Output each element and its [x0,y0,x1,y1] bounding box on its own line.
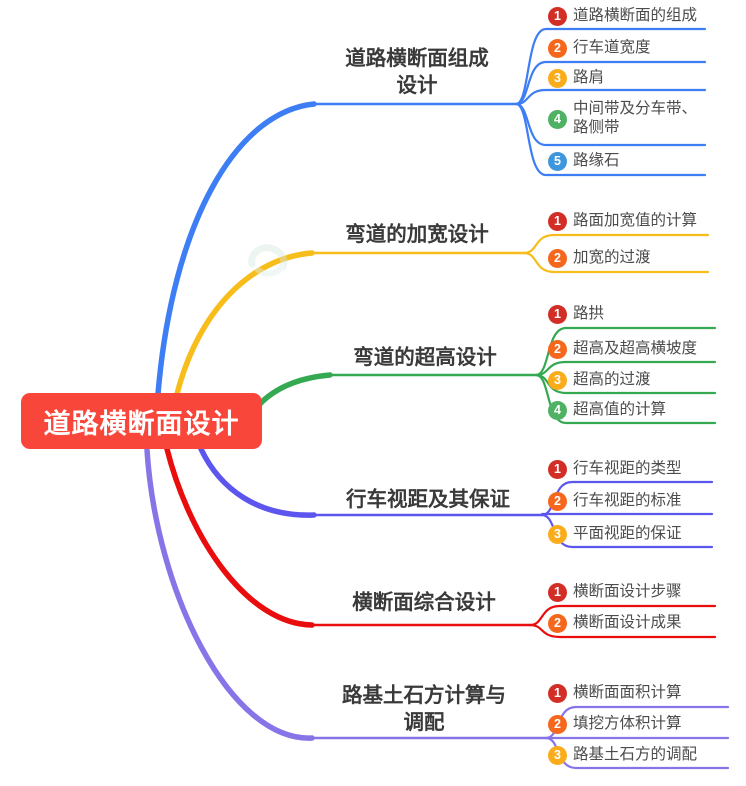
subtopic-number-badge: 2 [548,613,567,633]
subtopic-number-badge: 4 [548,109,567,129]
subtopic-number-badge: 3 [548,524,567,544]
branch-label-4[interactable]: 行车视距及其保证 [346,488,510,511]
subtopic-label-3-3[interactable]: 超高的过渡 [573,371,651,388]
subtopic-label-1-3[interactable]: 路肩 [573,69,605,86]
subtopic-label-3-4[interactable]: 超高值的计算 [573,401,667,418]
subtopic-1-2-underline [514,60,707,106]
subtopic-label-2-1[interactable]: 路面加宽值的计算 [573,212,698,229]
branch-1-curve [155,101,317,397]
branch-label-2[interactable]: 弯道的加宽设计 [345,223,489,246]
central-topic[interactable]: 道路横断面设计 [21,393,262,449]
subtopic-number-badge: 1 [548,211,567,231]
subtopic-3-4-underline [534,373,717,425]
branch-4-curve [198,446,317,518]
subtopic-number-badge: 2 [548,714,567,734]
subtopic-label-5-2[interactable]: 横断面设计成果 [573,614,682,631]
subtopic-label-1-1[interactable]: 道路横断面的组成 [573,7,698,24]
subtopic-2-2-underline [522,251,710,274]
subtopic-number-badge: 1 [548,459,567,479]
branch-label-1[interactable]: 道路横断面组成设计 [345,47,489,97]
branch-label-5[interactable]: 横断面综合设计 [352,591,496,614]
subtopic-number-badge: 2 [548,491,567,511]
subtopic-label-1-4[interactable]: 中间带及分车带、路侧带 [573,100,698,136]
subtopic-1-1-underline [514,27,707,106]
subtopic-number-badge: 3 [548,370,567,390]
subtopic-1-5-underline [514,102,707,177]
subtopic-label-5-1[interactable]: 横断面设计步骤 [573,583,682,600]
subtopic-number-badge: 2 [548,339,567,359]
subtopic-number-badge: 1 [548,582,567,602]
subtopic-label-6-3[interactable]: 路基土石方的调配 [573,746,698,763]
subtopic-number-badge: 5 [548,151,567,171]
branch-label-3[interactable]: 弯道的超高设计 [353,346,497,369]
branch-label-6[interactable]: 路基土石方计算与调配 [342,684,506,734]
subtopic-label-3-1[interactable]: 路拱 [573,305,605,322]
subtopic-number-badge: 2 [548,38,567,58]
branch-2-curve [174,250,315,397]
faint-swirl-logo-icon [248,244,288,277]
subtopic-number-badge: 1 [548,683,567,703]
subtopic-label-4-2[interactable]: 行车视距的标准 [573,492,682,509]
subtopic-label-4-3[interactable]: 平面视距的保证 [573,525,682,542]
subtopic-number-badge: 4 [548,400,567,420]
subtopic-label-3-2[interactable]: 超高及超高横坡度 [573,340,698,357]
subtopic-label-1-5[interactable]: 路缘石 [573,152,620,169]
subtopic-number-badge: 3 [548,68,567,88]
subtopic-number-badge: 1 [548,304,567,324]
subtopic-number-badge: 2 [548,248,567,268]
subtopic-2-1-underline [522,233,710,255]
branch-3-curve [254,372,333,410]
subtopic-label-1-2[interactable]: 行车道宽度 [573,39,651,56]
subtopic-label-6-2[interactable]: 填挖方体积计算 [573,715,682,732]
subtopic-5-2-underline [528,623,717,639]
subtopic-1-3-underline [514,88,707,106]
subtopic-number-badge: 1 [548,6,567,26]
subtopic-label-4-1[interactable]: 行车视距的类型 [573,460,682,477]
subtopic-label-2-2[interactable]: 加宽的过渡 [573,249,651,266]
branch-6-curve [144,447,315,741]
subtopic-number-badge: 3 [548,745,567,765]
branch-5-curve [164,446,315,628]
subtopic-label-6-1[interactable]: 横断面面积计算 [573,684,682,701]
